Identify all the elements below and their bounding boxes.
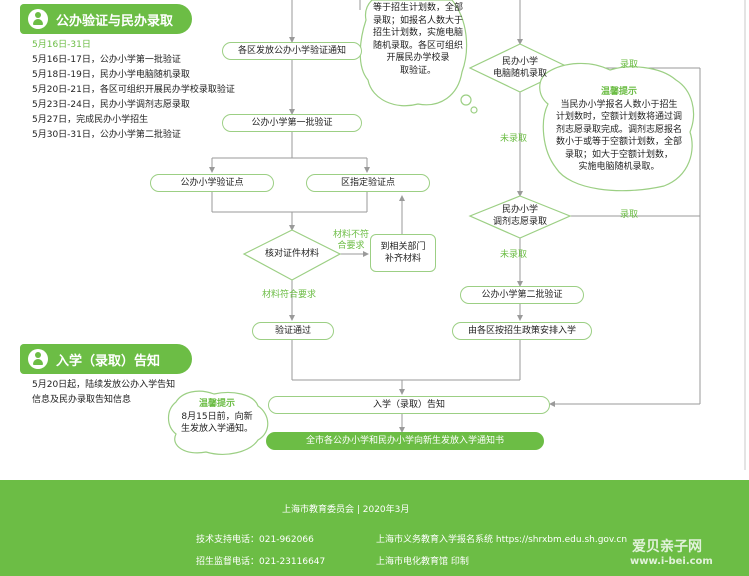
tip-right-text: 温馨提示 当民办小学报名人数小于招生 计划数时，空额计划数将通过调 剂志愿录取完… — [555, 87, 682, 172]
private-random-label: 民办小学 电脑随机录取 — [492, 57, 547, 79]
district-policy-box: 由各区按招生政策安排入学 — [452, 322, 592, 340]
district-point-box: 区指定验证点 — [306, 174, 430, 192]
footer-org: 上海市教育委员会 | 2020年3月 — [282, 505, 410, 515]
section-title-text: 入学（录取）告知 — [56, 353, 161, 369]
connector-lines — [167, 0, 746, 470]
section-title-enrollment: 入学（录取）告知 — [20, 344, 192, 374]
not-admitted-label-2: 未录取 — [500, 250, 528, 260]
schedule-range: 5月16日-31日 — [32, 40, 91, 50]
check-docs-label: 核对证件材料 — [264, 249, 319, 259]
private-adjust-label: 民办小学 调剂志愿录取 — [492, 205, 547, 227]
watermark-url: www.i-bei.com — [630, 556, 713, 567]
city-notice-box: 全市各公办小学和民办小学向新生发放入学通知书 — [266, 432, 544, 450]
watermark-logo: 爱贝亲子网 — [632, 539, 702, 555]
footer-tech: 技术支持电话：021-962066 — [196, 535, 314, 545]
footer-printer: 上海市电化教育馆 印制 — [376, 557, 469, 567]
schedule-item: 5月20日-21日，各区可组织开展民办学校录取验证 — [32, 85, 235, 95]
person-icon — [28, 349, 48, 369]
section-title-verification: 公办验证与民办录取 — [20, 4, 192, 34]
person-icon — [28, 9, 48, 29]
supplement-box: 到相关部门 补齐材料 — [370, 234, 436, 272]
schedule-item: 5月30日-31日，公办小学第二批验证 — [32, 130, 181, 140]
footer-system: 上海市义务教育入学报名系统 https://shrxbm.edu.sh.gov.… — [376, 535, 628, 545]
tip-bottom-text: 温馨提示 8月15日前，向新 生发放入学通知。 — [180, 399, 253, 434]
footer: 上海市教育委员会 | 2020年3月 技术支持电话：021-962066 上海市… — [0, 480, 749, 576]
footer-supervise: 招生监督电话：021-23116647 — [196, 557, 326, 567]
tip-top-text: 等于招生计划数，全部 录取；如报名人数大于 招生计划数，实施电脑 随机录取。各区… — [372, 3, 463, 76]
enroll-notice-box: 入学（录取）告知 — [268, 396, 550, 414]
second-batch-box: 公办小学第二批验证 — [460, 286, 584, 304]
schedule-item: 5月16日-17日，公办小学第一批验证 — [32, 55, 181, 65]
notice-text: 5月20日起，陆续发放公办入学告知 信息及民办录取告知信息 — [32, 380, 176, 405]
schedule-item: 5月23日-24日，民办小学调剂志愿录取 — [32, 100, 190, 110]
check-docs-diamond — [242, 229, 342, 281]
first-batch-box: 公办小学第一批验证 — [222, 114, 362, 132]
district-notice-box: 各区发放公办小学验证通知 — [222, 42, 362, 60]
not-admitted-label-1: 未录取 — [500, 134, 528, 144]
admitted-label-2: 录取 — [620, 210, 639, 220]
schedule-item: 5月27日，完成民办小学招生 — [32, 115, 149, 125]
admitted-label-1: 录取 — [620, 60, 639, 70]
schedule-list: 5月16日-31日 5月16日-17日，公办小学第一批验证 5月18日-19日，… — [32, 38, 235, 143]
not-meet-label: 材料不符 合要求 — [333, 230, 370, 251]
tip-bottom-bubble — [167, 390, 269, 455]
tip-right-bubble — [539, 62, 695, 192]
tip-top-bubble — [359, 0, 468, 107]
private-adjust-diamond — [468, 195, 572, 239]
section-title-text: 公办验证与民办录取 — [56, 13, 174, 29]
verify-point-box: 公办小学验证点 — [150, 174, 274, 192]
meet-label: 材料符合要求 — [262, 290, 317, 300]
schedule-item: 5月18日-19日，民办小学电脑随机录取 — [32, 70, 190, 80]
pass-box: 验证通过 — [252, 322, 334, 340]
